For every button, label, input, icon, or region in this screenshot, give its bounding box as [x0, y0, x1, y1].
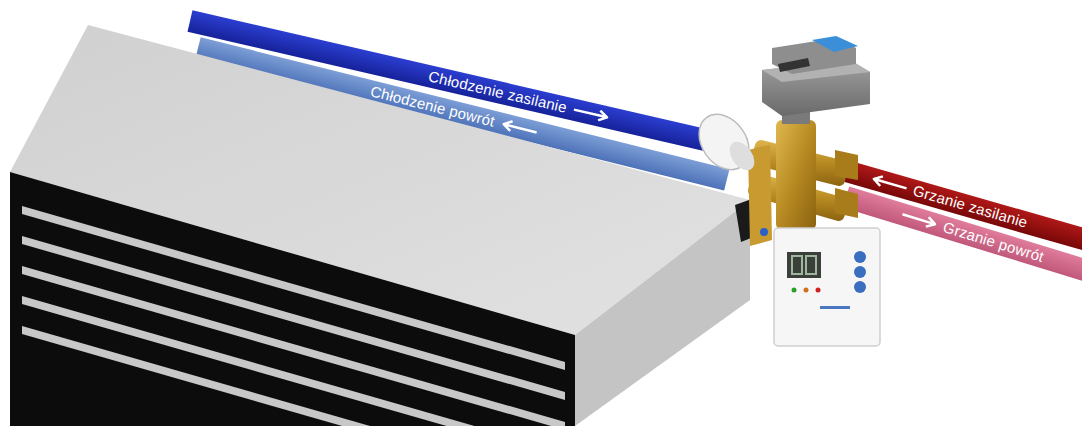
actuator-top [762, 60, 870, 82]
thermostat-display [787, 252, 821, 278]
actuator-label [812, 36, 858, 52]
actuator-body [762, 60, 870, 116]
thermostat-button [854, 251, 866, 263]
valve-plug [760, 228, 768, 236]
unit-connection-pipe [735, 196, 766, 242]
flow-arrow [900, 208, 940, 231]
valve-nut [835, 188, 858, 218]
display-segment [806, 256, 816, 274]
status-led [816, 288, 821, 293]
status-led [804, 288, 809, 293]
grille-slat [22, 266, 565, 426]
valve-body [747, 172, 850, 223]
grille-slat [22, 296, 565, 426]
flow-arrow-shape [872, 174, 907, 193]
thermostat-button [854, 281, 866, 293]
thermostat-logo [820, 306, 850, 309]
flow-arrow [571, 103, 611, 123]
actuator-neck [782, 108, 810, 124]
unit-side-face [575, 200, 750, 426]
grille-slat [22, 326, 565, 426]
valve-body [750, 139, 849, 187]
thermostatic-head-collar [725, 137, 760, 175]
flow-arrow-shape [572, 105, 607, 122]
valve-nut [835, 150, 858, 180]
flow-arrow-shape [901, 209, 936, 229]
thermostat-housing [774, 228, 880, 346]
valve-body [776, 120, 816, 230]
valve-nut [748, 145, 772, 246]
grille-slat [22, 206, 565, 370]
valve-plug [782, 232, 790, 240]
unit-grille [10, 172, 575, 426]
thermostatic-head [689, 105, 759, 179]
actuator-head [772, 38, 856, 74]
fan-coil-unit [10, 25, 750, 426]
pipe-band: Chłodzenie zasilanie [188, 10, 748, 160]
display-segment [792, 256, 802, 274]
grille-slat [22, 236, 565, 400]
unit-top-face [10, 25, 750, 335]
flow-arrow [499, 118, 539, 139]
thermostat-button [854, 266, 866, 278]
flow-arrow [869, 172, 909, 194]
flow-arrow-shape [502, 119, 537, 137]
actuator-lever [778, 58, 810, 72]
status-led [792, 288, 797, 293]
valve-assembly [689, 36, 870, 246]
pipe-band: Chłodzenie powrót [195, 37, 729, 190]
room-thermostat [774, 228, 880, 346]
